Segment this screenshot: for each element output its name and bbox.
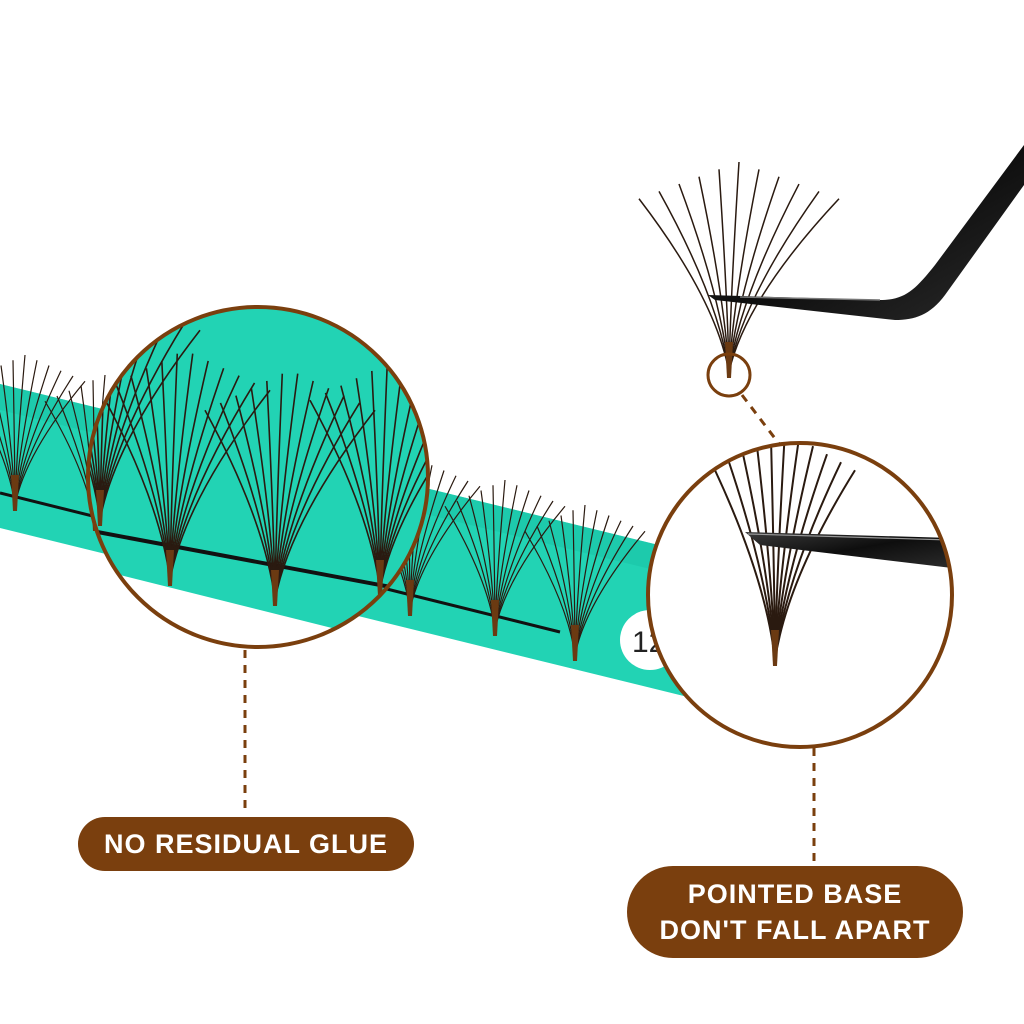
right-magnifier-ring xyxy=(646,441,954,749)
top-lash-fan xyxy=(638,161,840,378)
zoomed-lash-fans xyxy=(88,307,428,606)
left-magnifier-ring xyxy=(86,305,430,649)
label-right-line2: DON'T FALL APART xyxy=(659,915,931,945)
zoom-fan-3 xyxy=(204,373,376,606)
strip-fan-1 xyxy=(0,354,86,511)
tweezer-icon xyxy=(708,145,1024,320)
zoom-right-fan-lashes xyxy=(714,443,856,666)
right-magnifier xyxy=(646,441,954,864)
strip-fan-6 xyxy=(444,479,566,636)
tweezer-fan xyxy=(638,161,840,378)
pointed-base-label: POINTED BASE DON'T FALL APART xyxy=(627,866,963,958)
left-magnifier xyxy=(86,305,430,815)
base-highlight-ring xyxy=(706,352,752,398)
strip-fan-7 xyxy=(524,504,646,661)
zoom-fan-2 xyxy=(99,353,271,586)
no-residual-glue-label: NO RESIDUAL GLUE xyxy=(78,817,414,871)
zoomed-pointed-base xyxy=(714,443,856,666)
label-right-line1: POINTED BASE xyxy=(687,879,903,909)
tweezer-with-fan xyxy=(638,145,1024,446)
label-left-text: NO RESIDUAL GLUE xyxy=(103,828,389,859)
right-diag-connector xyxy=(740,394,782,446)
